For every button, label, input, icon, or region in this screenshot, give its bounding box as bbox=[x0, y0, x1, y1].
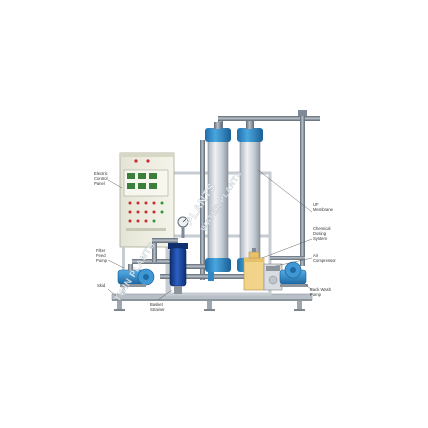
label-electric-control-panel: Electric Control Panel bbox=[94, 171, 109, 186]
uf-membrane-right bbox=[237, 121, 263, 272]
uf-membrane-left bbox=[205, 122, 231, 272]
callout-lines bbox=[107, 169, 313, 301]
air-compressor bbox=[263, 263, 283, 291]
label-air-compressor: Air Compressor bbox=[313, 253, 336, 263]
filter-feed-pump bbox=[117, 264, 155, 287]
label-back-wash-pump: Back Wash Pump bbox=[310, 287, 332, 297]
back-wash-pump bbox=[279, 261, 308, 287]
label-chemical-dosing-system: Chemical Dosing System bbox=[313, 226, 332, 241]
basket-strainer bbox=[168, 243, 188, 294]
label-skid: Skid bbox=[97, 283, 106, 288]
electric-control-panel bbox=[119, 152, 175, 248]
label-filter-feed-pump: Filter Feed Pump bbox=[96, 248, 108, 263]
label-basket-strainer: Basket Strainer bbox=[150, 302, 165, 312]
skid-frame bbox=[111, 293, 313, 311]
label-uf-membrane: UF Membrane bbox=[313, 202, 334, 212]
